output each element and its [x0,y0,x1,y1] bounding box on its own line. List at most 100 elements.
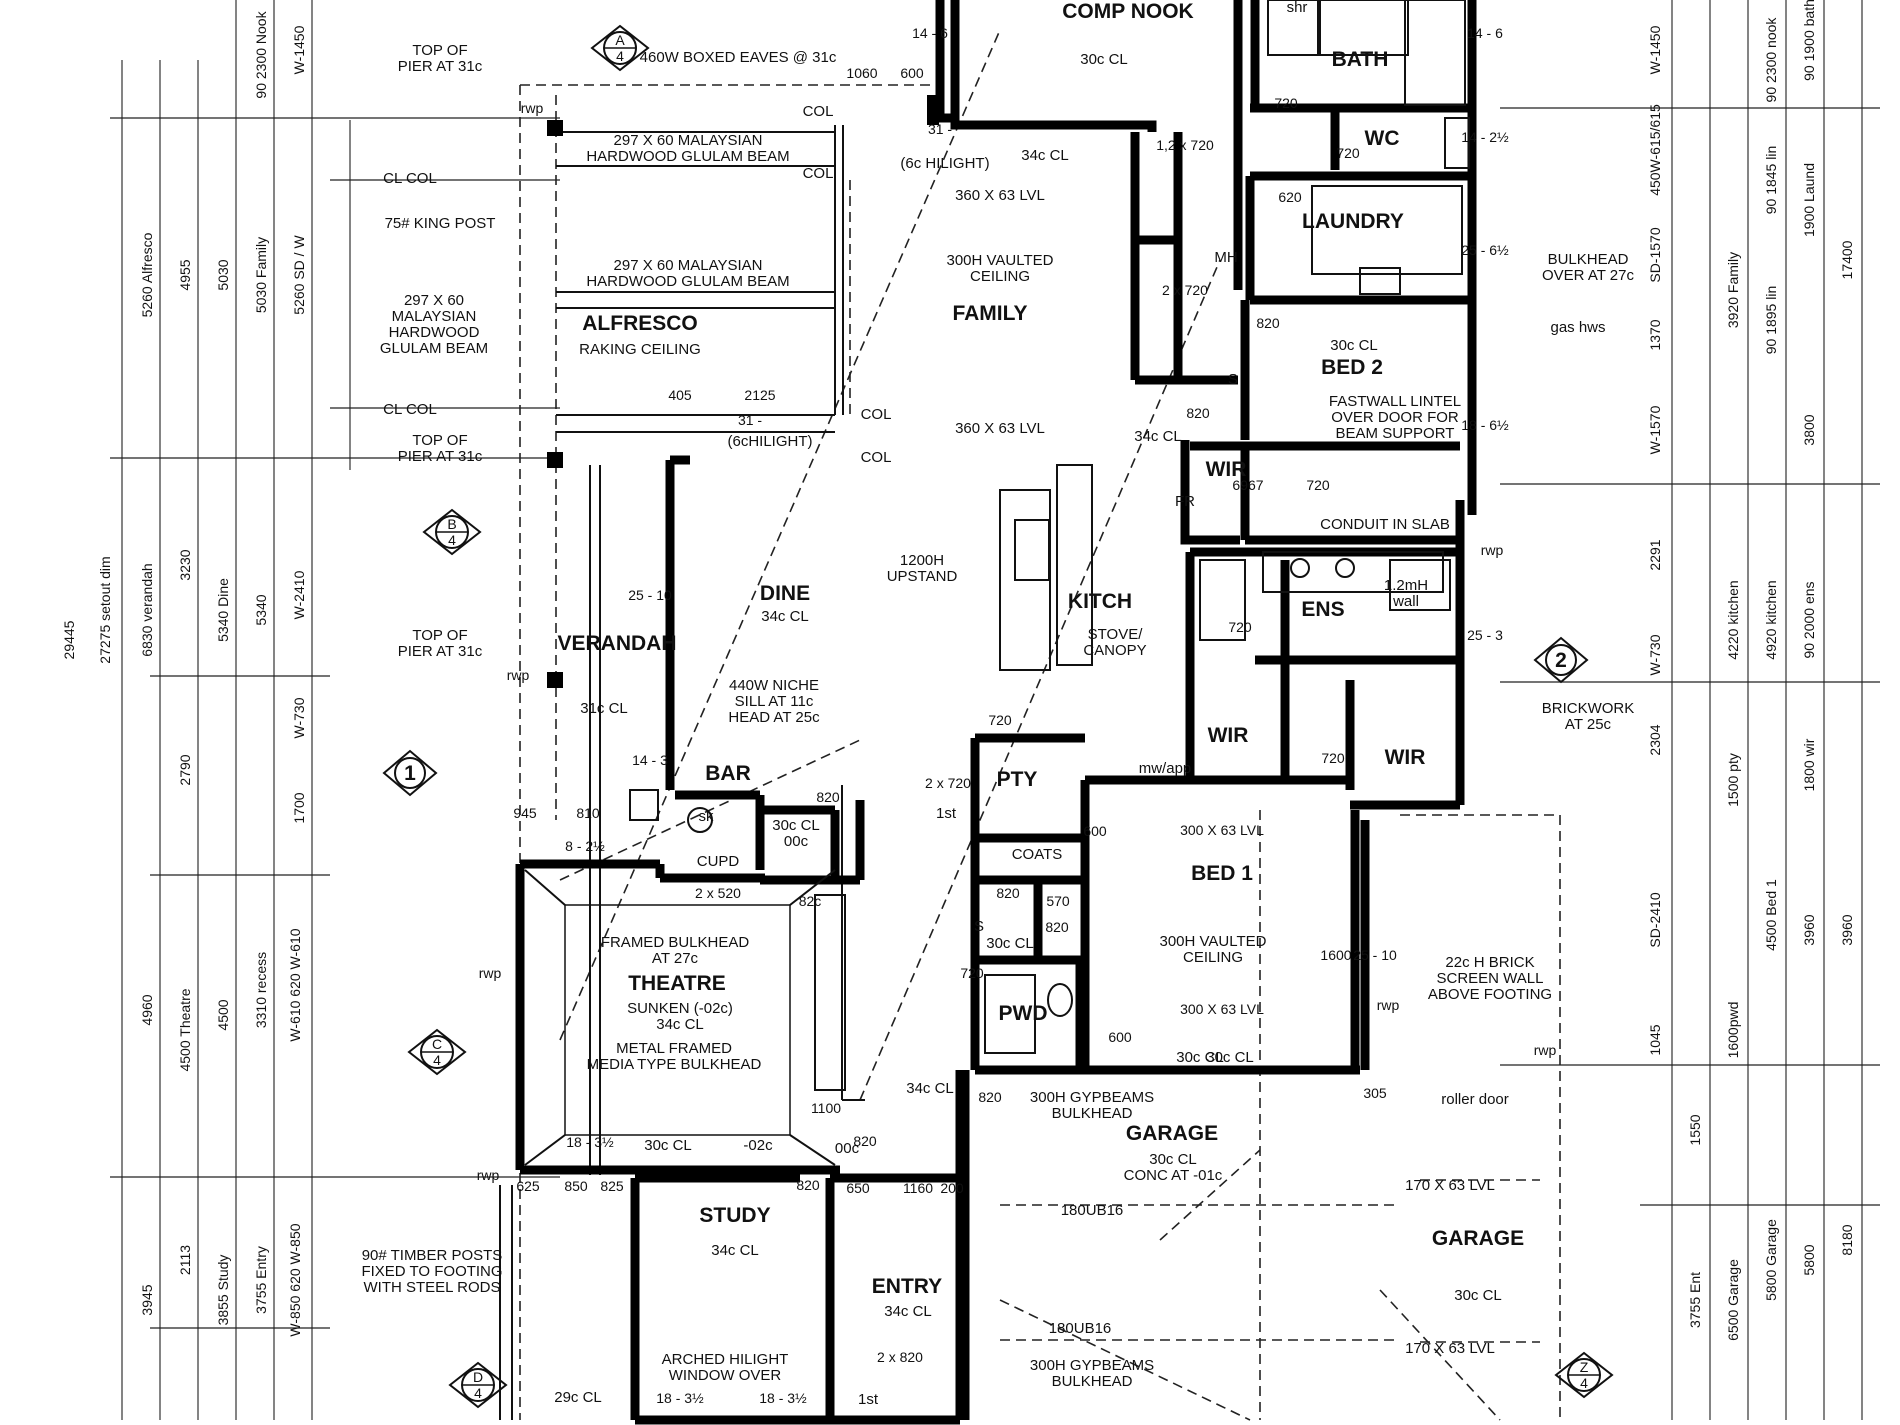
dimension-text: 625 [516,1178,540,1194]
dimension-text: 2 x 720 [925,775,971,791]
room-name-label: THEATRE [628,972,726,995]
elevation-marker-number: 1 [404,762,416,785]
annotation-note: 360 X 63 LVL [955,187,1045,204]
annotation-note: 75# KING POST [385,215,496,232]
dimension-text: 810 [576,805,600,821]
vertical-dimension-text: 3230 [177,549,193,580]
room-name-label: LAUNDRY [1302,210,1404,233]
vertical-dimension-text: 90 2300 Nook [253,10,269,98]
annotation-note: COL [861,406,892,423]
dimension-text: 1160 [903,1180,933,1196]
dimension-text: 18 - 3½ [759,1390,807,1406]
dimension-text: rwp [521,100,544,116]
room-ceiling-note: 34c CL [884,1303,932,1320]
vertical-dimension-text: 5260 SD / W [291,235,307,315]
dimension-text: 820 [1045,919,1069,935]
dimension-text: 31 - [738,412,762,428]
vertical-dimension-text: 2291 [1647,539,1663,570]
section-marker-sheet: 4 [448,532,456,548]
dimension-text: 820 [853,1133,877,1149]
dimension-text: 820 [816,789,840,805]
annotation-note: roller door [1441,1091,1509,1108]
dimension-text: 31 - [928,121,952,137]
dimension-text: 18 - 3½ [656,1390,704,1406]
dimension-text: 14 - 2½ [1461,129,1509,145]
vertical-dimension-text: 5340 [253,594,269,625]
dimension-text: 14 - 6 [912,25,948,41]
dimension-text: 1100 [811,1100,841,1116]
dimension-text: 850 [564,1178,588,1194]
room-ceiling-note: 34c CL [761,608,809,625]
room-name-label: ENS [1301,598,1344,621]
dimension-text: 820 [996,885,1020,901]
room-name-label: PWD [999,1002,1048,1025]
annotation-note: shr [1287,0,1308,16]
vertical-dimension-text: 90 1895 lin [1763,286,1779,355]
room-name-label: BAR [705,762,751,785]
dimension-text: 600 [1108,1029,1132,1045]
annotation-note: 180UB16 [1049,1320,1112,1337]
vertical-dimension-text: 3755 Ent [1687,1272,1703,1328]
vertical-dimension-text: 3920 Family [1725,252,1741,328]
dimension-text: 620 [1278,189,1302,205]
annotation-note: COL [803,103,834,120]
room-name-label: ENTRY [872,1275,942,1298]
room-ceiling-note: 30c CL [1080,51,1128,68]
dimension-text: 720 [1228,619,1252,635]
vertical-dimension-text: 3800 [1801,414,1817,445]
room-ceiling-note: 30c CL [1330,337,1378,354]
annotation-note: (6c HILIGHT) [900,155,989,172]
annotation-note: S [1228,371,1238,388]
dimension-text: 720 [1336,145,1360,161]
vertical-dimension-text: 17400 [1839,240,1855,279]
dimension-text: 820 [1256,315,1280,331]
annotation-note: CONDUIT IN SLAB [1320,516,1450,533]
annotation-note: 30c CL [644,1137,692,1154]
dimension-text: 305 [1363,1085,1387,1101]
annotation-note: gas hws [1550,319,1605,336]
annotation-note: 34c CL [1134,428,1182,445]
vertical-dimension-text: SD-1570 [1647,227,1663,282]
section-marker-letter: D [473,1369,483,1385]
vertical-dimension-text: 90 2000 ens [1801,581,1817,658]
room-ceiling-note: RAKING CEILING [579,341,701,358]
annotation-note: FR [1175,493,1195,510]
dimension-text: 6967 [1232,477,1263,493]
dimension-text: 720 [1274,95,1298,111]
vertical-dimension-text: W-610 620 W-610 [287,928,303,1041]
dimension-text: 300 X 63 LVL [1180,822,1264,838]
dimension-text: 945 [513,805,537,821]
annotation-note: 460W BOXED EAVES @ 31c [640,49,837,66]
vertical-dimension-text: 6830 verandah [139,563,155,656]
annotation-note: 34c CL [1021,147,1069,164]
annotation-note: 31c CL [580,700,628,717]
dimension-text: 200 [940,1180,964,1196]
annotation-note: 170 X 63 LVL [1405,1340,1495,1357]
dimension-text: 25 - 6½ [1461,242,1509,258]
dimension-text: 720 [1321,750,1345,766]
room-ceiling-note: 30c CL [1454,1287,1502,1304]
vertical-dimension-text: 90 1845 lin [1763,146,1779,215]
vertical-dimension-text: 3755 Entry [253,1246,269,1314]
dimension-text: rwp [477,1167,500,1183]
vertical-dimension-text: W-1570 [1647,405,1663,454]
room-name-label: PTY [997,768,1038,791]
room-name-label: COMP NOOK [1062,0,1193,23]
dimension-text: rwp [1481,542,1504,558]
room-name-label: DINE [760,582,810,605]
dimension-text: 720 [960,965,984,981]
annotation-note: -02c [743,1137,773,1154]
